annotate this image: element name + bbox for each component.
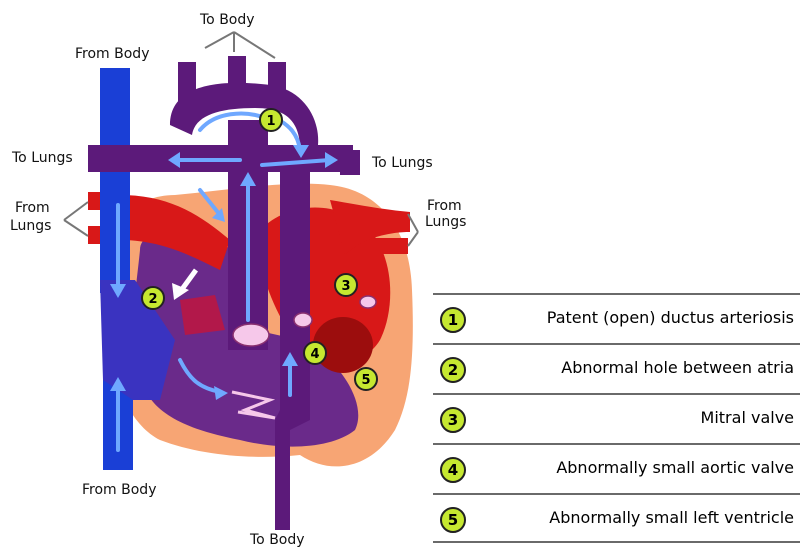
legend-row-5: 5 Abnormally small left ventricle — [433, 493, 800, 543]
from-body-bottom-label: From Body — [82, 482, 156, 498]
legend-badge-2: 2 — [440, 357, 466, 383]
legend-badge-4: 4 — [440, 457, 466, 483]
aortic-valve — [294, 313, 312, 327]
to-body-pointer — [205, 32, 275, 58]
marker-5: 5 — [355, 368, 377, 390]
legend-row-1: 1 Patent (open) ductus arteriosis — [433, 293, 800, 343]
legend-text-4: Abnormally small aortic valve — [556, 458, 794, 477]
marker-1: 1 — [260, 109, 282, 131]
from-lungs-left-label-line2: Lungs — [10, 218, 51, 234]
legend-row-3: 3 Mitral valve — [433, 393, 800, 443]
legend-text-3: Mitral valve — [701, 408, 794, 427]
to-lungs-right-label: To Lungs — [371, 155, 433, 171]
subclavian-artery — [268, 62, 286, 102]
legend-text-2: Abnormal hole between atria — [561, 358, 794, 377]
superior-vena-cava — [100, 68, 130, 293]
to-body-top-label: To Body — [199, 12, 255, 28]
from-body-top-label: From Body — [75, 46, 149, 62]
legend-badge-3: 3 — [440, 407, 466, 433]
marker-4-number: 4 — [310, 347, 319, 362]
marker-2-number: 2 — [148, 292, 157, 307]
marker-2: 2 — [142, 287, 164, 309]
from-lungs-left-pointer — [64, 202, 88, 236]
marker-5-number: 5 — [361, 373, 370, 388]
legend-text-5: Abnormally small left ventricle — [549, 508, 794, 527]
descending-aorta — [275, 150, 310, 530]
from-lungs-right-label-line2: Lungs — [425, 214, 466, 230]
mitral-valve — [360, 296, 376, 308]
from-lungs-right-label-line1: From — [427, 198, 462, 214]
legend-row-4: 4 Abnormally small aortic valve — [433, 443, 800, 493]
pulmonary-vein-right-lower — [372, 238, 408, 254]
to-lungs-left-label: To Lungs — [11, 150, 73, 166]
legend: 1 Patent (open) ductus arteriosis 2 Abno… — [433, 293, 800, 543]
legend-text-1: Patent (open) ductus arteriosis — [547, 308, 794, 327]
pulmonary-valve — [233, 324, 269, 346]
brachiocephalic-artery — [178, 62, 196, 102]
from-lungs-left-label-line1: From — [15, 200, 50, 216]
carotid-artery — [228, 56, 246, 96]
marker-3: 3 — [335, 274, 357, 296]
legend-badge-5: 5 — [440, 507, 466, 533]
marker-1-number: 1 — [266, 114, 275, 129]
to-body-bottom-label: To Body — [249, 532, 305, 548]
marker-4: 4 — [304, 342, 326, 364]
marker-3-number: 3 — [341, 279, 350, 294]
legend-row-2: 2 Abnormal hole between atria — [433, 343, 800, 393]
pulmonary-artery-right-end — [340, 150, 360, 175]
legend-badge-1: 1 — [440, 307, 466, 333]
